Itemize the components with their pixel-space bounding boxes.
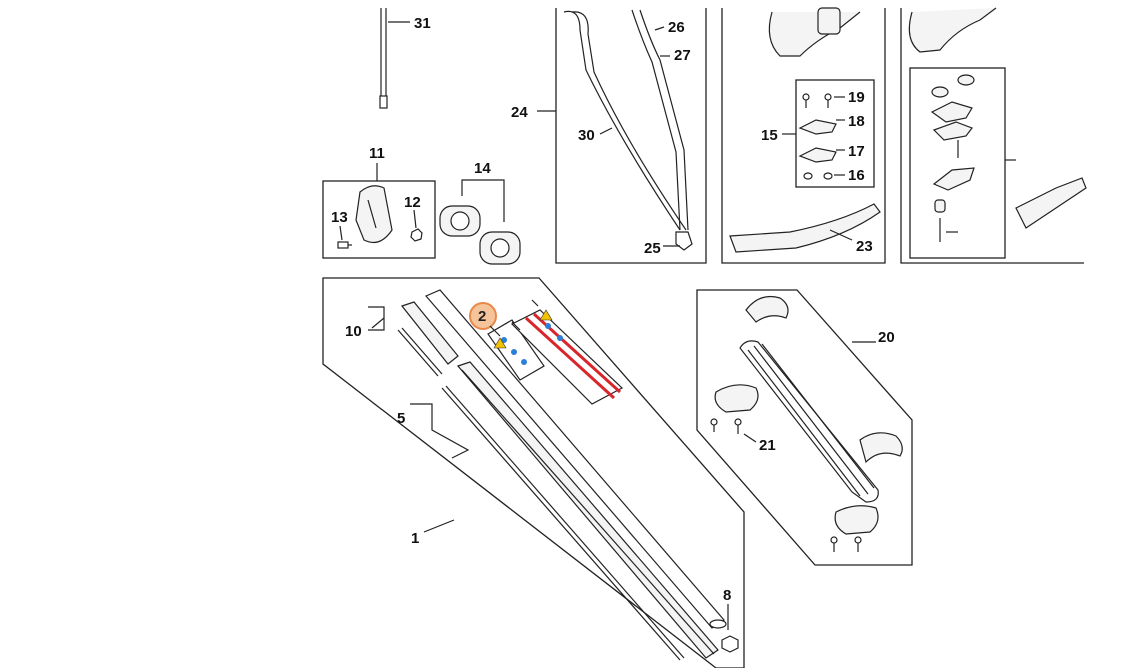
callout-31[interactable]: 31 xyxy=(414,15,431,32)
callout-11[interactable]: 11 xyxy=(369,145,385,162)
part-31-rod xyxy=(379,8,410,109)
callout-17[interactable]: 17 xyxy=(848,143,865,160)
part-23-handle-box xyxy=(721,7,886,264)
callout-14[interactable]: 14 xyxy=(474,160,491,177)
callout-2[interactable]: 2 xyxy=(478,308,486,325)
callout-13[interactable]: 13 xyxy=(331,209,348,226)
part-20-grip-box xyxy=(696,289,913,566)
part-24-harness-box xyxy=(537,8,707,264)
callout-1[interactable]: 1 xyxy=(411,530,419,547)
callout-10[interactable]: 10 xyxy=(345,323,362,340)
callout-15[interactable]: 15 xyxy=(761,127,778,144)
callout-21[interactable]: 21 xyxy=(759,437,776,454)
callout-20[interactable]: 20 xyxy=(878,329,895,346)
callout-25[interactable]: 25 xyxy=(644,240,661,257)
callout-2-highlight[interactable]: 2 xyxy=(469,302,501,337)
callout-12[interactable]: 12 xyxy=(404,194,421,211)
warning-decal-sheet xyxy=(487,299,624,405)
part-11-box xyxy=(322,163,436,259)
callout-26[interactable]: 26 xyxy=(668,19,685,36)
callout-5[interactable]: 5 xyxy=(397,410,405,427)
callout-18[interactable]: 18 xyxy=(848,113,865,130)
callout-24[interactable]: 24 xyxy=(511,104,528,121)
callout-23[interactable]: 23 xyxy=(856,238,873,255)
part-1-shaft-box xyxy=(322,277,745,668)
part-handle-assembly-box xyxy=(900,7,1087,264)
callout-27[interactable]: 27 xyxy=(674,47,691,64)
part-14-clamps xyxy=(439,179,521,265)
callout-16[interactable]: 16 xyxy=(848,167,865,184)
callout-19[interactable]: 19 xyxy=(848,89,865,106)
callout-30[interactable]: 30 xyxy=(578,127,595,144)
callout-8[interactable]: 8 xyxy=(723,587,731,604)
